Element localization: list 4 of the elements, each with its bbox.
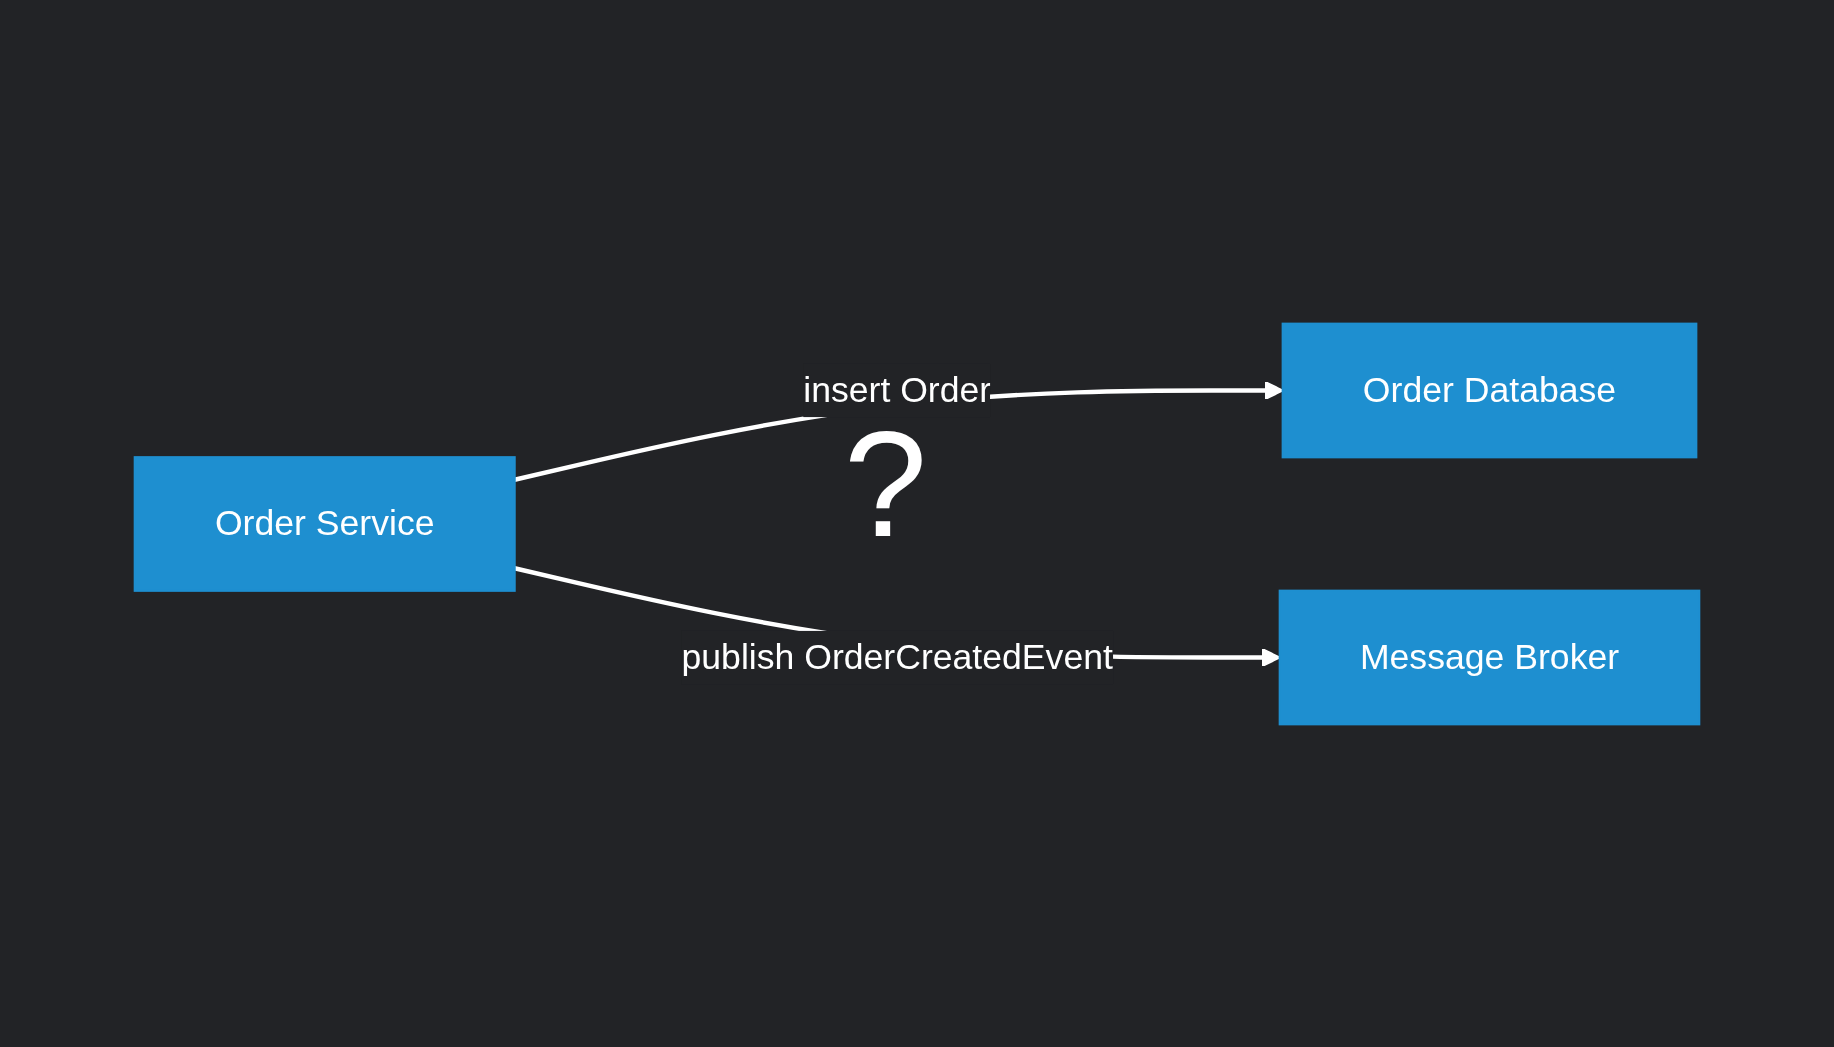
edge-label: publish OrderCreatedEvent bbox=[681, 636, 1113, 675]
node-box: Order Service bbox=[133, 455, 516, 592]
node-box: Order Database bbox=[1281, 322, 1698, 458]
node-box: Message Broker bbox=[1278, 589, 1701, 725]
